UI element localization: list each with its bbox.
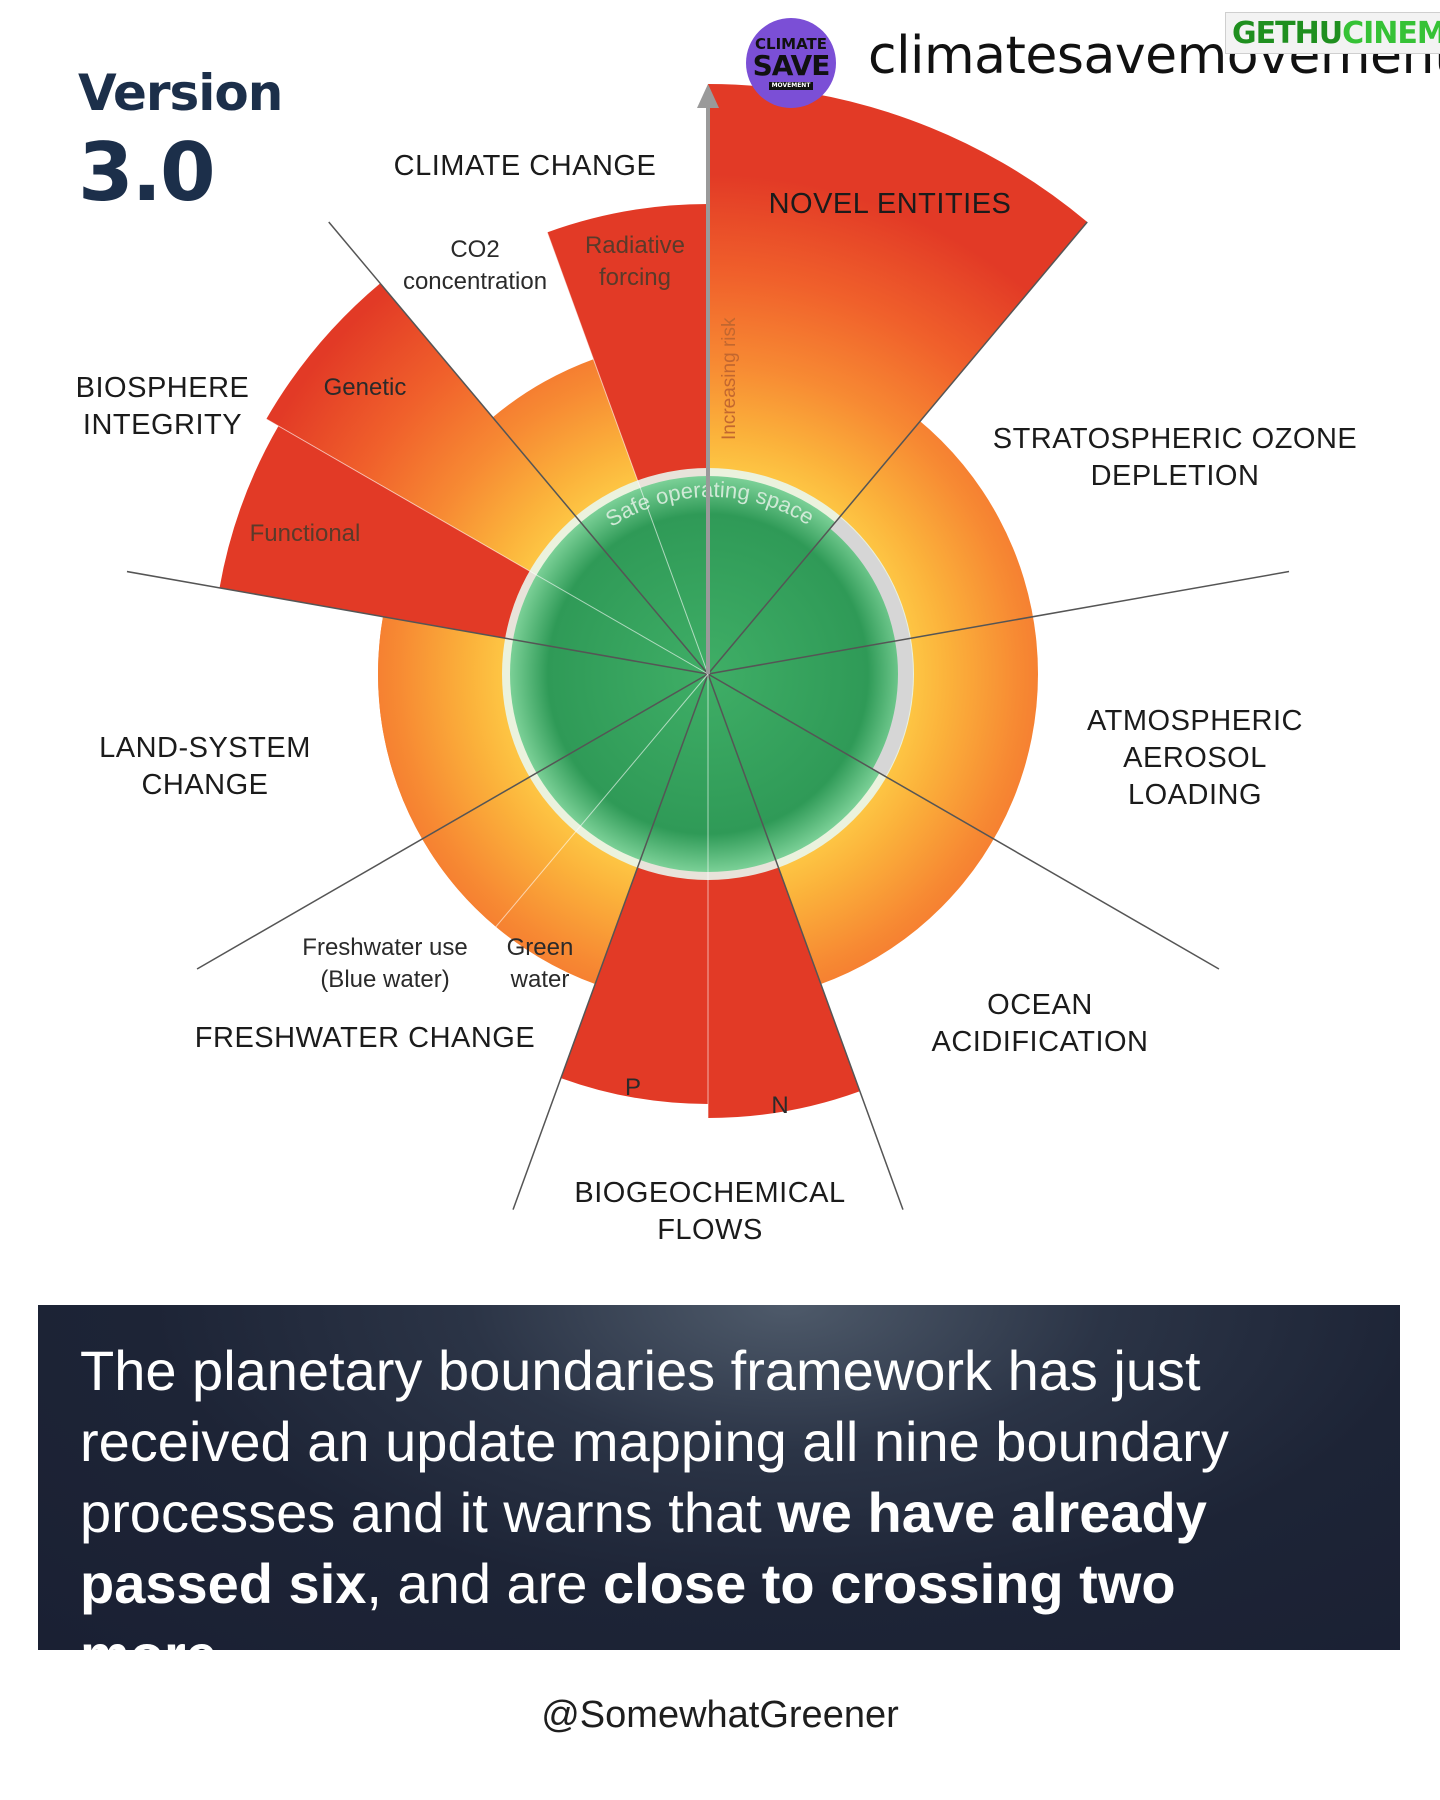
spoke-8	[328, 221, 709, 675]
risk-axis-arrow	[697, 84, 719, 108]
not-quantified-area	[830, 516, 913, 777]
version-number: 3.0	[78, 126, 216, 219]
banner-bold-1: we have already passed six	[80, 1481, 1207, 1615]
label-freshwater-change: FRESHWATER CHANGE	[194, 1022, 536, 1054]
sub-label-green-water: Green water	[506, 934, 574, 993]
spoke-7	[126, 570, 709, 675]
label-aerosol-loading: ATMOSPHERIC AEROSOL LOADING	[1086, 705, 1304, 811]
sub-label-functional: Functional	[249, 520, 361, 547]
increasing-risk-label: Increasing risk	[719, 317, 740, 440]
planetary-boundaries-diagram: Safe operating space Increasing risk	[126, 84, 1290, 1210]
spoke-3	[707, 673, 1220, 970]
spoke-1	[707, 221, 1088, 675]
banner-text: The planetary boundaries framework has j…	[80, 1335, 1340, 1690]
version-label: Version	[78, 64, 283, 122]
label-ocean-acidification: OCEAN ACIDIFICATION	[931, 989, 1149, 1058]
sub-label-p: P	[624, 1074, 641, 1101]
label-land-system-change: LAND-SYSTEM CHANGE	[99, 732, 311, 801]
sub-label-radiative-forcing: Radiative forcing	[584, 232, 686, 291]
banner-text-2: , and are	[366, 1552, 604, 1615]
sub-label-blue-water: Freshwater use (Blue water)	[302, 934, 468, 993]
label-climate-change: CLIMATE CHANGE	[393, 150, 657, 182]
banner-text-1: The planetary boundaries framework has j…	[80, 1339, 1229, 1544]
climate-save-logo[interactable]: CLIMATE SAVE MOVEMENT	[746, 18, 836, 108]
summary-banner: The planetary boundaries framework has j…	[38, 1305, 1400, 1686]
sub-label-n: N	[771, 1092, 789, 1119]
subspoke-biosphere	[257, 413, 709, 675]
spoke-4	[707, 673, 904, 1210]
subspoke-freshwater	[489, 673, 709, 935]
logo-line-1: CLIMATE	[755, 34, 827, 53]
watermark: GETHUCINEMA	[1225, 12, 1440, 54]
banner-bold-2: close to crossing two more	[80, 1552, 1176, 1686]
credit-handle[interactable]: @SomewhatGreener	[541, 1694, 899, 1736]
spoke-6	[196, 673, 709, 970]
spoke-5	[512, 673, 709, 1210]
label-biosphere-integrity: BIOSPHERE INTEGRITY	[75, 372, 250, 441]
watermark-part-1: GETHU	[1232, 15, 1343, 51]
banner-text-3: .	[216, 1623, 233, 1686]
spoke-2	[707, 570, 1290, 675]
logo-line-2: SAVE	[752, 48, 831, 82]
logo-line-3: MOVEMENT	[768, 81, 814, 90]
label-ozone-depletion: STRATOSPHERIC OZONE DEPLETION	[992, 423, 1358, 492]
sub-label-genetic: Genetic	[323, 374, 407, 401]
sub-label-co2: CO2 concentration	[402, 236, 548, 295]
label-novel-entities: NOVEL ENTITIES	[768, 188, 1012, 220]
label-biogeochemical-flows: BIOGEOCHEMICAL FLOWS	[574, 1177, 846, 1246]
subspoke-climate	[543, 222, 709, 675]
watermark-part-2: CINEMA	[1342, 15, 1440, 51]
